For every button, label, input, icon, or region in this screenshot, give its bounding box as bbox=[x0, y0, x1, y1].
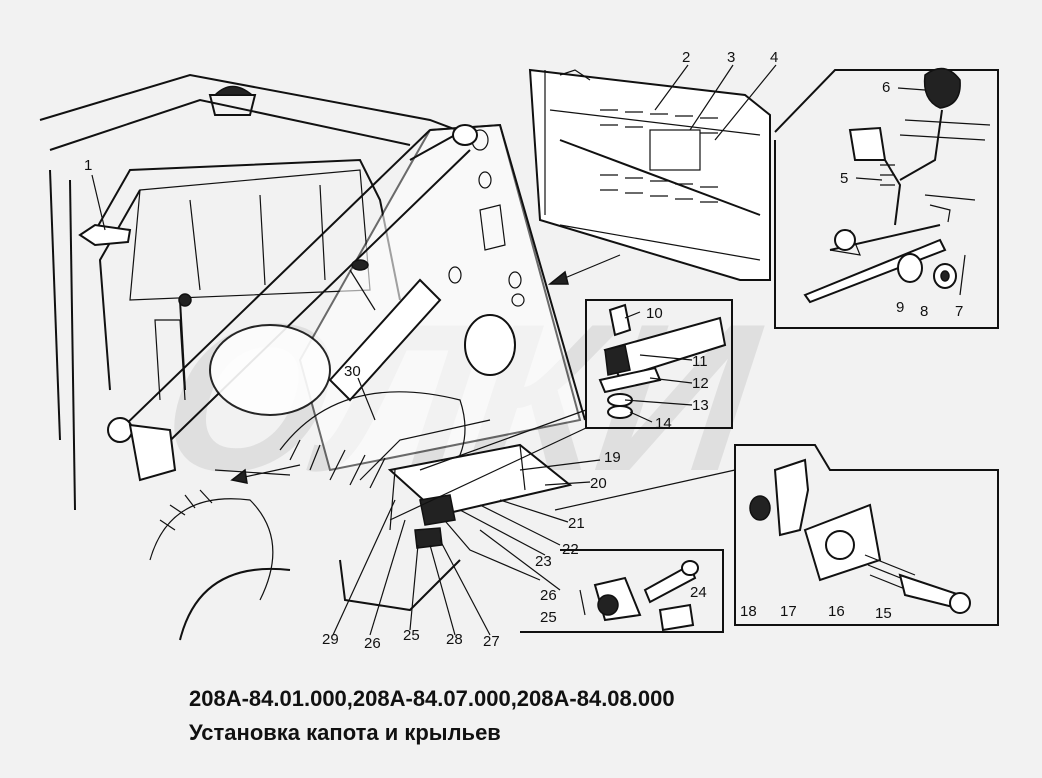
callout-numbers: 1 2 3 4 5 6 7 8 9 10 11 12 13 14 15 16 1… bbox=[84, 49, 963, 652]
callout-30: 30 bbox=[344, 363, 361, 380]
callout-19: 19 bbox=[604, 449, 621, 466]
callout-25-main: 25 bbox=[403, 627, 420, 644]
cab bbox=[39, 73, 471, 511]
callout-26: 26 bbox=[540, 587, 557, 604]
parts-diagram: ОЛКИ bbox=[39, 49, 999, 652]
callout-24: 24 bbox=[690, 584, 707, 601]
callout-2: 2 bbox=[682, 49, 690, 66]
inset-spring-catch bbox=[554, 444, 999, 626]
callout-5: 5 bbox=[840, 170, 848, 187]
callout-9: 9 bbox=[896, 299, 904, 316]
callout-10: 10 bbox=[646, 305, 663, 322]
inset-handle-lever bbox=[774, 67, 999, 329]
direction-arrows bbox=[230, 254, 621, 484]
callout-23: 23 bbox=[535, 553, 552, 570]
callout-15: 15 bbox=[875, 605, 892, 622]
callout-11: 11 bbox=[692, 353, 708, 370]
callout-4: 4 bbox=[770, 49, 778, 66]
grille-slots bbox=[600, 109, 718, 203]
callout-1: 1 bbox=[84, 157, 92, 174]
callout-29: 29 bbox=[322, 631, 339, 648]
callout-6: 6 bbox=[882, 79, 890, 96]
callout-22: 22 bbox=[562, 541, 579, 558]
drawing-title: Установка капота и крыльев bbox=[189, 720, 501, 745]
inset-bolt-detail bbox=[479, 529, 724, 633]
callout-17: 17 bbox=[780, 603, 797, 620]
hood-panel bbox=[298, 123, 586, 472]
drawing-number: 208А-84.01.000,208А-84.07.000,208А-84.08… bbox=[189, 686, 675, 711]
callout-3: 3 bbox=[727, 49, 735, 66]
callout-14: 14 bbox=[655, 415, 672, 432]
callout-25: 25 bbox=[540, 609, 557, 626]
radiator-grille bbox=[528, 68, 771, 281]
callout-26-main: 26 bbox=[364, 635, 381, 652]
callout-21: 21 bbox=[568, 515, 585, 532]
leader-lines bbox=[91, 64, 926, 636]
callout-8: 8 bbox=[920, 303, 928, 320]
callout-20: 20 bbox=[590, 475, 607, 492]
fender bbox=[214, 419, 573, 612]
callout-13: 13 bbox=[692, 397, 709, 414]
callout-7: 7 bbox=[955, 303, 963, 320]
inset-latch-detail bbox=[389, 299, 733, 521]
callout-27: 27 bbox=[483, 633, 500, 650]
callout-18: 18 bbox=[740, 603, 757, 620]
callout-12: 12 bbox=[692, 375, 709, 392]
hood-strut bbox=[107, 124, 478, 482]
callout-16: 16 bbox=[828, 603, 845, 620]
callout-28: 28 bbox=[446, 631, 463, 648]
